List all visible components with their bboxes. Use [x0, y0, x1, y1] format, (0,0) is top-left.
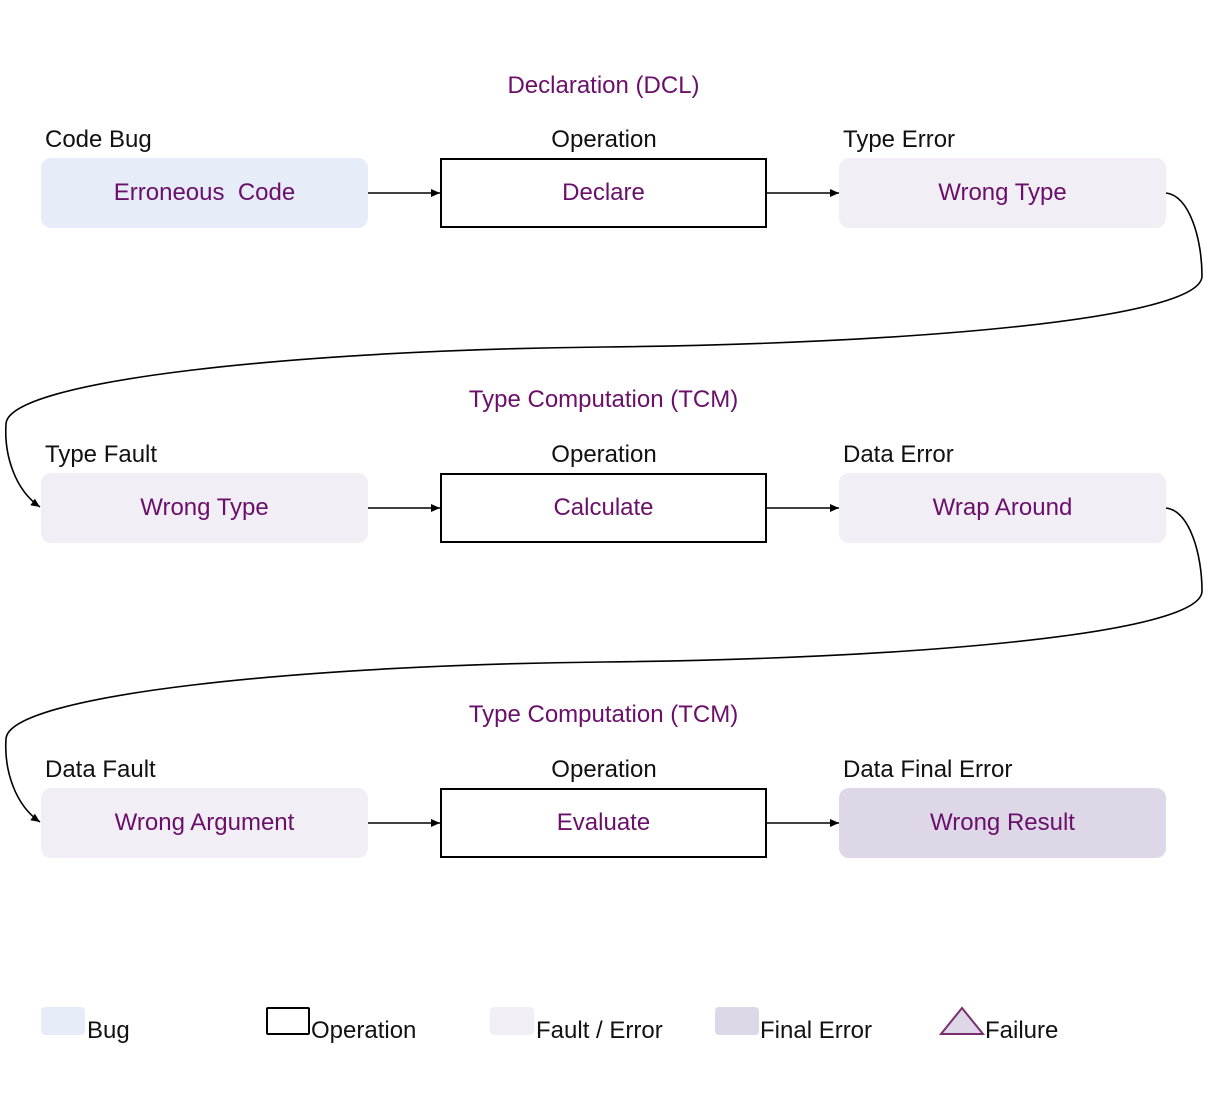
- box-evaluate-label: Evaluate: [556, 809, 651, 836]
- box-wrap-around-label: Wrap Around: [932, 494, 1073, 521]
- box-erroneous-code: Erroneous Code: [41, 158, 368, 228]
- caption-type-error: Type Error: [843, 126, 956, 153]
- phase-title-declaration: Declaration (DCL): [507, 72, 700, 99]
- box-wrong-argument: Wrong Argument: [41, 788, 368, 858]
- box-wrong-argument-label: Wrong Argument: [114, 809, 295, 836]
- caption-data-final-error: Data Final Error: [843, 756, 1013, 783]
- legend-operation-label: Operation: [311, 1017, 417, 1044]
- box-calculate-label: Calculate: [553, 494, 654, 521]
- legend-fault-error-swatch: [490, 1007, 534, 1035]
- legend-bug-label: Bug: [87, 1017, 130, 1044]
- box-evaluate: Evaluate: [440, 788, 767, 858]
- legend-operation-swatch: [266, 1007, 310, 1035]
- legend-final-error-label: Final Error: [760, 1017, 873, 1044]
- caption-operation-1: Operation: [551, 126, 657, 153]
- box-declare: Declare: [440, 158, 767, 228]
- caption-operation-2: Operation: [551, 441, 657, 468]
- box-declare-label: Declare: [562, 179, 645, 206]
- caption-data-error: Data Error: [843, 441, 954, 468]
- box-calculate: Calculate: [440, 473, 767, 543]
- caption-data-fault: Data Fault: [45, 756, 156, 783]
- box-wrong-type-error-label: Wrong Type: [938, 179, 1067, 206]
- legend-failure-triangle-icon: [938, 1006, 986, 1035]
- box-wrong-result: Wrong Result: [839, 788, 1166, 858]
- phase-title-type-computation-1: Type Computation (TCM): [468, 386, 739, 413]
- connector-phase1-to-phase2: [4, 192, 1203, 508]
- box-wrong-type-fault: Wrong Type: [41, 473, 368, 543]
- caption-type-fault: Type Fault: [45, 441, 158, 468]
- legend-final-error-swatch: [715, 1007, 759, 1035]
- legend-failure-label: Failure: [985, 1017, 1059, 1044]
- phase-title-type-computation-2: Type Computation (TCM): [468, 701, 739, 728]
- legend-fault-error-label: Fault / Error: [536, 1017, 663, 1044]
- caption-operation-3: Operation: [551, 756, 657, 783]
- box-erroneous-code-label: Erroneous Code: [113, 179, 296, 206]
- box-wrong-type-fault-label: Wrong Type: [140, 494, 269, 521]
- box-wrap-around: Wrap Around: [839, 473, 1166, 543]
- caption-code-bug: Code Bug: [45, 126, 152, 153]
- box-wrong-result-label: Wrong Result: [930, 809, 1075, 836]
- legend-bug-swatch: [41, 1007, 85, 1035]
- connector-phase2-to-phase3: [4, 507, 1203, 823]
- box-wrong-type-error: Wrong Type: [839, 158, 1166, 228]
